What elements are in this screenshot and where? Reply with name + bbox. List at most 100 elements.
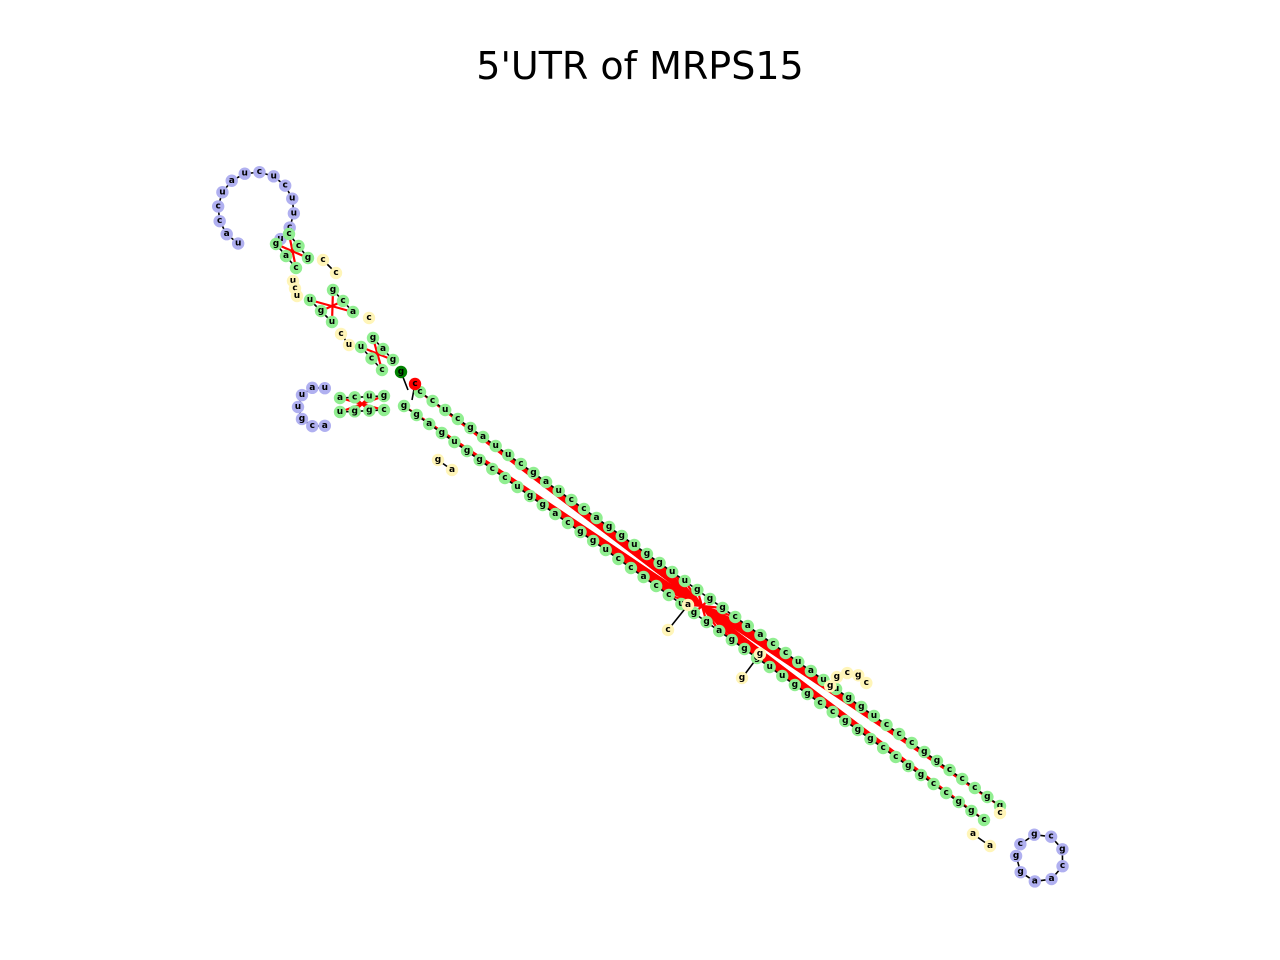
svg-text:c: c	[997, 808, 1002, 818]
svg-text:a: a	[283, 251, 289, 261]
svg-text:g: g	[757, 649, 763, 659]
interior-loop-nucleotide: c	[329, 266, 343, 280]
stem-nucleotide: g	[738, 642, 751, 656]
stem-nucleotide: c	[336, 294, 350, 308]
hairpin-loop-nucleotide: c	[211, 200, 225, 213]
interior-loop-nucleotide: c	[661, 623, 675, 637]
svg-text:u: u	[442, 405, 448, 415]
stem-nucleotide: u	[678, 574, 691, 588]
svg-text:a: a	[449, 465, 455, 475]
svg-text:a: a	[970, 829, 976, 839]
svg-text:g: g	[401, 401, 407, 411]
svg-text:c: c	[1018, 839, 1023, 849]
stem-nucleotide: c	[514, 457, 528, 471]
stem-nucleotide: g	[691, 583, 704, 597]
hairpin-loop-nucleotide: g	[1014, 865, 1027, 879]
stem-nucleotide: c	[282, 227, 296, 241]
svg-text:g: g	[719, 603, 725, 613]
svg-text:g: g	[381, 391, 387, 401]
svg-text:c: c	[909, 738, 914, 748]
stem-nucleotide: g	[366, 331, 380, 345]
stem-nucleotide: g	[700, 615, 713, 629]
svg-text:c: c	[502, 473, 507, 483]
stem-nucleotide: g	[965, 804, 978, 818]
stem-nucleotide: g	[902, 759, 915, 773]
hairpin-loop-nucleotide: u	[238, 167, 251, 180]
svg-text:u: u	[514, 482, 520, 492]
svg-text:u: u	[766, 662, 772, 672]
svg-text:u: u	[322, 383, 328, 393]
hairpin-loop-nucleotide: u	[286, 192, 299, 205]
svg-text:u: u	[307, 295, 313, 305]
svg-text:g: g	[984, 792, 990, 802]
svg-text:c: c	[217, 216, 222, 226]
hairpin-loop-nucleotide: u	[287, 207, 301, 220]
stem-nucleotide: g	[801, 687, 814, 701]
stem-nucleotide: g	[301, 251, 315, 265]
stem-nucleotide: g	[363, 404, 376, 417]
svg-text:u: u	[242, 169, 248, 179]
interior-loop-nucleotide: a	[445, 463, 459, 477]
stem-nucleotide: c	[451, 412, 465, 426]
svg-text:a: a	[716, 626, 722, 636]
svg-text:u: u	[337, 407, 343, 417]
stem-nucleotide: c	[939, 786, 953, 800]
stem-nucleotide: a	[590, 511, 603, 525]
stem-nucleotide: u	[333, 405, 347, 419]
stem-nucleotide: a	[423, 417, 436, 431]
svg-text:g: g	[997, 801, 1003, 811]
svg-text:a: a	[757, 630, 763, 640]
interior-loop-nucleotide: c	[334, 327, 348, 341]
svg-text:g: g	[318, 306, 324, 316]
svg-text:g: g	[845, 693, 851, 703]
svg-text:c: c	[666, 590, 671, 600]
svg-text:u: u	[219, 187, 225, 197]
hairpin-loop-nucleotide: c	[306, 419, 319, 433]
svg-text:c: c	[1048, 832, 1053, 842]
svg-text:a: a	[309, 383, 315, 393]
stem-nucleotide: g	[326, 283, 340, 297]
interior-loop-nucleotide: a	[681, 598, 695, 612]
svg-text:g: g	[439, 428, 445, 438]
stem-nucleotide: g	[410, 408, 423, 422]
interior-loop-nucleotide: c	[316, 253, 330, 267]
svg-text:c: c	[340, 296, 345, 306]
svg-text:g: g	[792, 680, 798, 690]
svg-text:c: c	[616, 554, 621, 564]
svg-text:a: a	[1032, 876, 1038, 886]
stem-nucleotide: c	[377, 403, 391, 417]
svg-text:c: c	[292, 284, 297, 294]
stem-nucleotide: c	[905, 736, 918, 750]
svg-text:c: c	[287, 223, 292, 233]
svg-text:c: c	[569, 495, 574, 505]
svg-text:a: a	[593, 513, 599, 523]
svg-text:g: g	[299, 414, 305, 424]
svg-text:u: u	[291, 208, 297, 218]
svg-text:c: c	[931, 779, 936, 789]
svg-text:c: c	[352, 392, 357, 402]
svg-text:u: u	[346, 340, 352, 350]
svg-text:g: g	[968, 806, 974, 816]
hairpin-loop-nucleotide: u	[267, 170, 280, 183]
interior-loop-nucleotide: g	[431, 453, 445, 467]
svg-text:a: a	[426, 419, 432, 429]
stem-nucleotide: c	[289, 261, 303, 275]
svg-text:a: a	[745, 621, 751, 631]
stem-nucleotide: a	[476, 430, 490, 444]
stem-nucleotide: g	[523, 489, 537, 503]
stem-nucleotide: g	[348, 405, 361, 418]
svg-text:c: c	[490, 464, 495, 474]
svg-text:c: c	[417, 387, 422, 397]
svg-text:c: c	[320, 255, 325, 265]
stem-nucleotide: g	[851, 723, 865, 737]
hairpin-loop-nucleotide: a	[318, 419, 332, 432]
hairpin-loop-nucleotide: u	[318, 382, 332, 395]
stem-nucleotide: u	[599, 543, 612, 557]
svg-text:c: c	[783, 648, 788, 658]
stem-nucleotide: g	[839, 714, 852, 728]
stem-nucleotide: u	[489, 439, 502, 453]
svg-text:g: g	[691, 608, 697, 618]
svg-text:c: c	[947, 765, 952, 775]
svg-text:g: g	[476, 455, 482, 465]
